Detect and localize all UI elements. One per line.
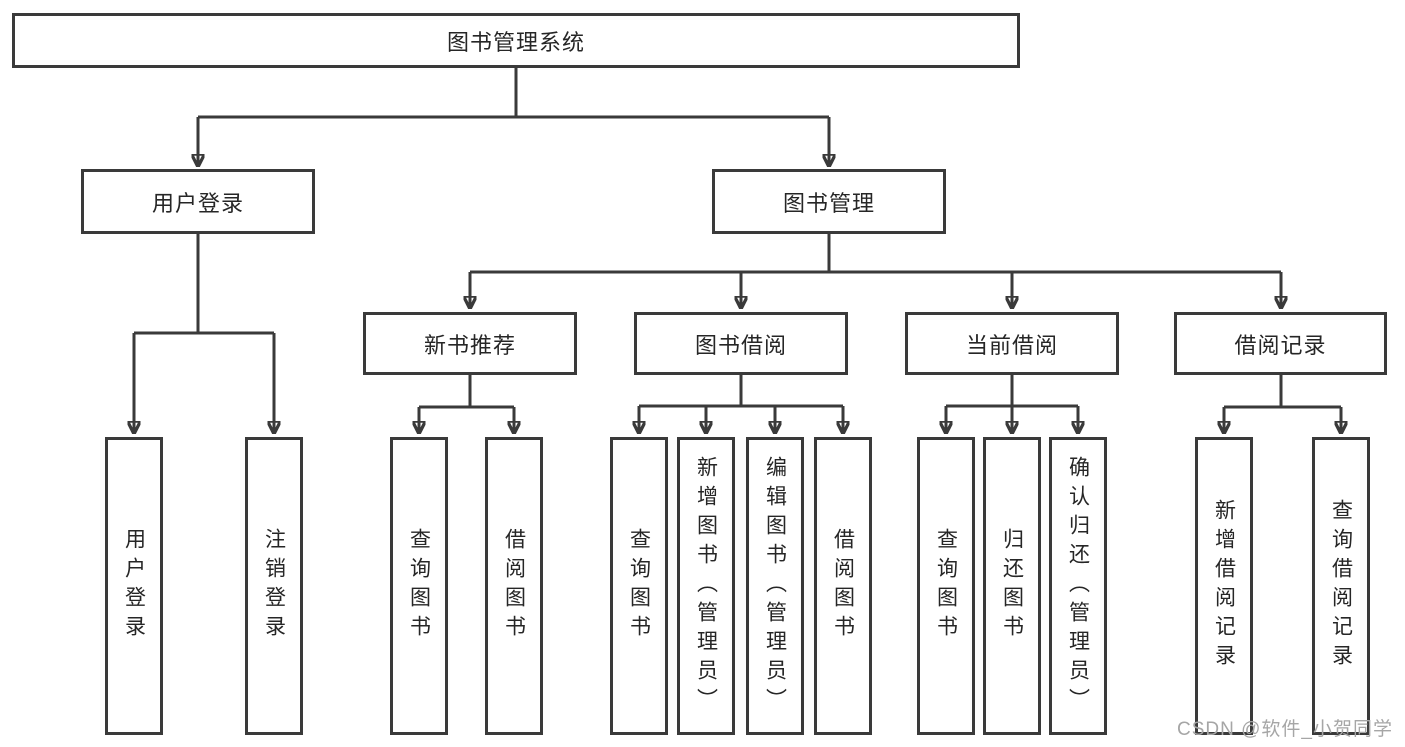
- node-leaf-return-books: 归还图书: [983, 437, 1041, 735]
- csdn-watermark: CSDN @软件_小贺同学: [1177, 719, 1393, 740]
- leaf-label: 借阅图书: [831, 528, 855, 644]
- node-leaf-logout: 注销登录: [245, 437, 303, 735]
- node-leaf-add-borrow-record: 新增借阅记录: [1195, 437, 1253, 735]
- node-leaf-query-books-1: 查询图书: [390, 437, 448, 735]
- node-leaf-query-books-2: 查询图书: [610, 437, 668, 735]
- leaf-label: 借阅图书: [502, 528, 526, 644]
- node-current-borrow: 当前借阅: [905, 312, 1119, 375]
- leaf-label: 用户登录: [122, 528, 146, 644]
- node-user-login: 用户登录: [81, 169, 315, 234]
- node-leaf-borrow-books-2: 借阅图书: [814, 437, 872, 735]
- leaf-label: 归还图书: [1000, 528, 1024, 644]
- leaf-label: 新增图书（管理员）: [694, 455, 718, 717]
- node-leaf-query-books-3: 查询图书: [917, 437, 975, 735]
- leaf-label: 新增借阅记录: [1212, 499, 1236, 673]
- leaf-label: 查询图书: [627, 528, 651, 644]
- node-borrow-records: 借阅记录: [1174, 312, 1387, 375]
- node-root-system: 图书管理系统: [12, 13, 1020, 68]
- node-leaf-confirm-return-admin: 确认归还（管理员）: [1049, 437, 1107, 735]
- leaf-label: 注销登录: [262, 528, 286, 644]
- leaf-label: 确认归还（管理员）: [1066, 455, 1090, 717]
- leaf-label: 查询图书: [407, 528, 431, 644]
- node-book-management: 图书管理: [712, 169, 946, 234]
- node-new-book-recommend: 新书推荐: [363, 312, 577, 375]
- node-leaf-edit-books-admin: 编辑图书（管理员）: [746, 437, 804, 735]
- leaf-label: 查询图书: [934, 528, 958, 644]
- node-leaf-add-books-admin: 新增图书（管理员）: [677, 437, 735, 735]
- node-leaf-borrow-books-1: 借阅图书: [485, 437, 543, 735]
- leaf-label: 编辑图书（管理员）: [763, 455, 787, 717]
- node-leaf-query-borrow-record: 查询借阅记录: [1312, 437, 1370, 735]
- node-leaf-user-login: 用户登录: [105, 437, 163, 735]
- node-book-borrow: 图书借阅: [634, 312, 848, 375]
- leaf-label: 查询借阅记录: [1329, 499, 1353, 673]
